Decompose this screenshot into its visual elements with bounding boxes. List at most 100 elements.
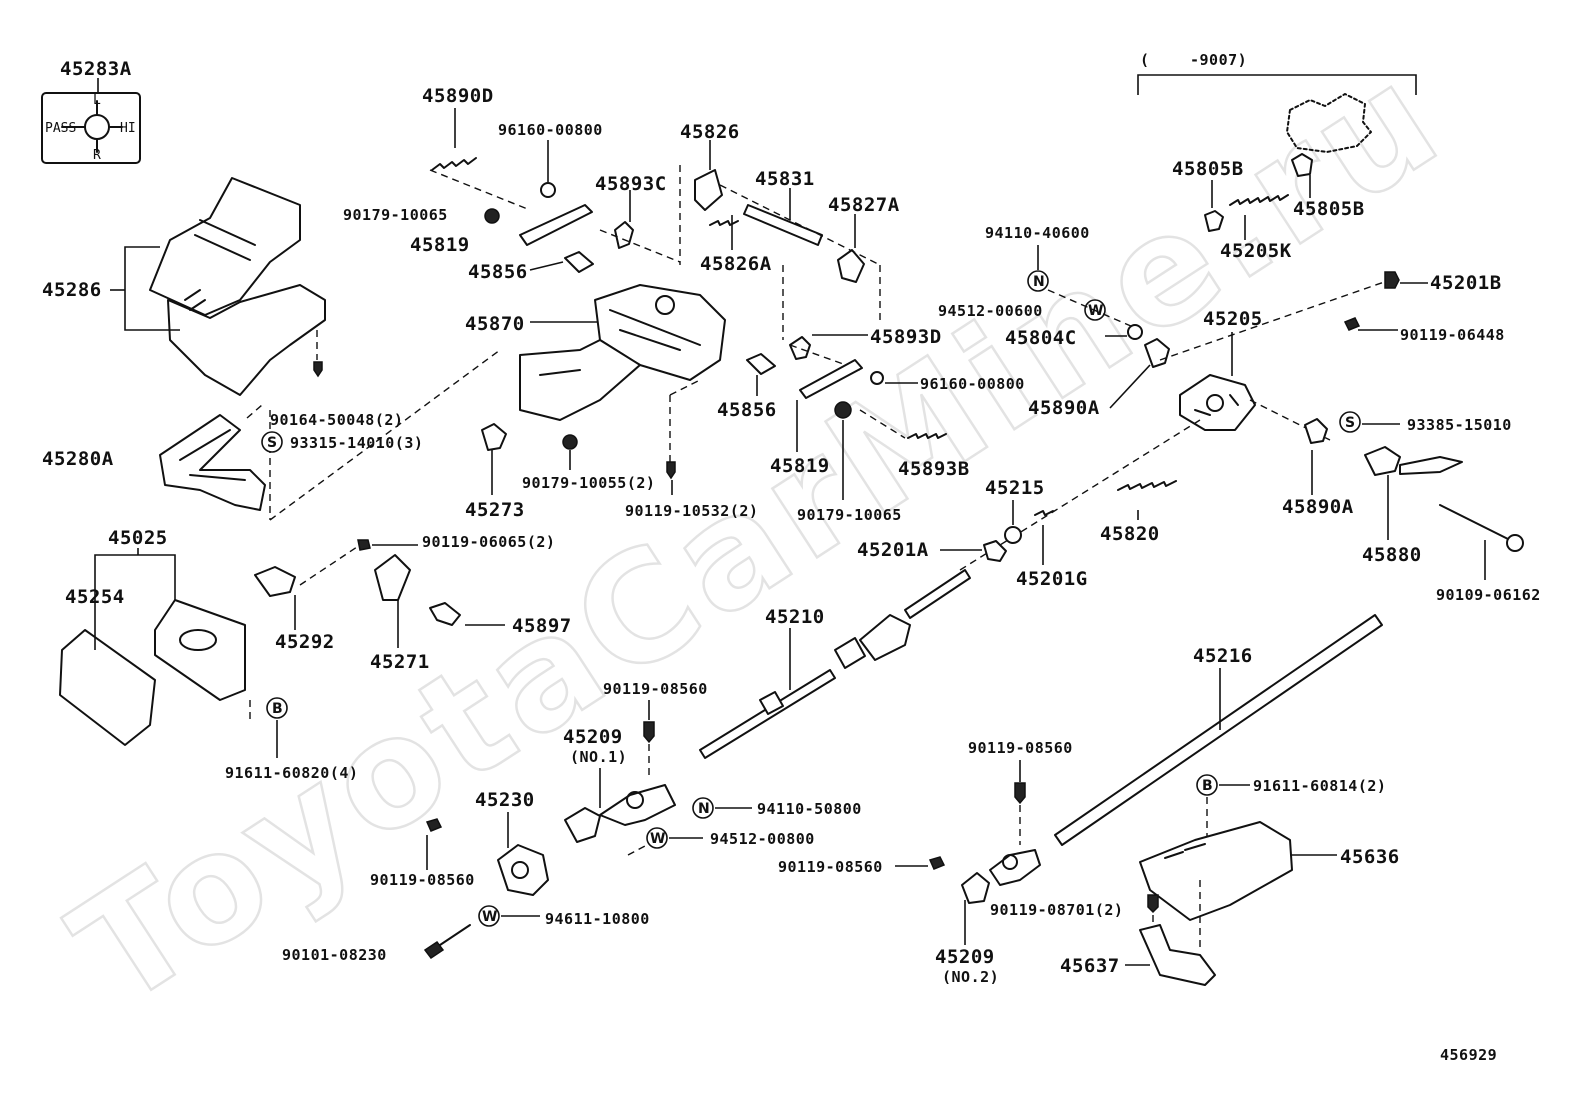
lever-45819-top [519,204,593,246]
range-open: ( [1140,51,1150,69]
switch-label-inset: PASS HI L R [41,78,141,164]
label-45205K: 45205K [1220,240,1292,262]
label-94110-40600: 94110-40600 [985,224,1090,242]
label-90119-06448: 90119-06448 [1400,326,1505,344]
label-45826: 45826 [680,121,740,143]
nut-icon [562,434,578,450]
spring-45201G [1034,510,1054,516]
b-symbol-text: B [1202,778,1213,794]
b-symbol-text: B [272,701,283,717]
column-bracket-part [159,414,266,511]
label-45819-mid: 45819 [770,455,830,477]
label-90119-08560-b: 90119-08560 [370,871,475,889]
label-96160-00800-mid: 96160-00800 [920,375,1025,393]
s-symbol-icon [261,431,283,453]
spring-45826A [709,220,739,226]
label-96160-00800-top: 96160-00800 [498,121,603,139]
w-symbol-icon [646,827,668,849]
bracket-45637 [1139,924,1216,986]
switch-45856-mid [746,353,776,375]
screw-icon [313,361,323,378]
boot-bracket-line [94,554,176,650]
label-45819-top: 45819 [410,234,470,256]
bolt-icon [1147,894,1159,914]
w-symbol-text: W [482,909,497,925]
label-45210: 45210 [765,606,825,628]
n-symbol-icon [1027,270,1049,292]
label-45271: 45271 [370,651,430,673]
label-93385-15010: 93385-15010 [1407,416,1512,434]
plug-45897 [429,602,461,626]
n-symbol-text: N [1033,274,1045,290]
label-90119-08560-d: 90119-08560 [778,858,883,876]
label-45880: 45880 [1362,544,1422,566]
b-symbol-icon [266,697,288,719]
label-45209-no2-sub: (NO.2) [942,968,999,986]
label-45254: 45254 [65,586,125,608]
label-90179-10065-top: 90179-10065 [343,206,448,224]
label-90119-08560-c: 90119-08560 [968,739,1073,757]
u-joint-45209-no2 [961,849,1041,904]
label-45897: 45897 [512,615,572,637]
label-45893B: 45893B [898,458,970,480]
s-symbol-text: S [1345,415,1355,431]
label-94611-10800: 94611-10800 [545,910,650,928]
w-symbol-icon [478,905,500,927]
cover-45636 [1139,821,1293,921]
flange-45230 [497,844,549,896]
main-shaft-45210 [699,569,971,759]
column-cover-part [149,177,326,396]
nut-icon [484,208,500,224]
lock-housing-45205 [1179,374,1256,431]
label-94110-50800: 94110-50800 [757,800,862,818]
s-symbol-icon [1339,411,1361,433]
bushing-45273 [481,423,507,451]
n-symbol-text: N [698,801,710,817]
knob-icon [1506,534,1524,552]
label-90179-10065-mid: 90179-10065 [797,506,902,524]
cover-bracket-line [124,246,180,331]
lever-arm [1399,456,1463,475]
washer-icon [1127,324,1143,340]
label-90119-06065: 90119-06065(2) [422,533,555,551]
label-45209-no1: 45209 [563,726,623,748]
inset-pass-text: PASS [45,121,76,136]
label-93315-14010: 93315-14010(3) [290,434,423,452]
inset-l-text: L [93,93,101,108]
label-45804C: 45804C [1005,327,1077,349]
label-45826A: 45826A [700,253,772,275]
bolt-icon [643,721,655,744]
cover-45271 [374,554,411,601]
inset-hi-text: HI [120,121,136,136]
lever-45880 [1364,446,1401,476]
label-45292: 45292 [275,631,335,653]
gasket-45254 [59,629,156,746]
label-90109-06162: 90109-06162 [1436,586,1541,604]
label-45201B: 45201B [1430,272,1502,294]
b-symbol-icon [1196,774,1218,796]
plate-45890A-left [1144,338,1170,368]
s-symbol-text: S [267,435,277,451]
bushing-45805B-right [1291,153,1313,177]
label-45209-no2: 45209 [935,946,995,968]
label-45205: 45205 [1203,308,1263,330]
bolt-icon [425,818,443,832]
clip-45893D [789,336,811,360]
bushing-45215 [1004,526,1022,544]
label-45805B-right: 45805B [1293,198,1365,220]
washer-icon [540,182,556,198]
label-45890D: 45890D [422,85,494,107]
label-90164-50048: 90164-50048(2) [270,411,403,429]
plate-45826 [694,169,723,211]
spring-45893B [907,433,947,439]
bolt-icon [1014,782,1026,805]
bushing-45805B-left [1204,210,1224,232]
switch-45856-top [564,251,594,273]
bracket-45292 [254,566,296,597]
label-45215: 45215 [985,477,1045,499]
spring-45205K [1229,194,1289,206]
label-45286: 45286 [42,279,102,301]
label-94512-00800: 94512-00800 [710,830,815,848]
